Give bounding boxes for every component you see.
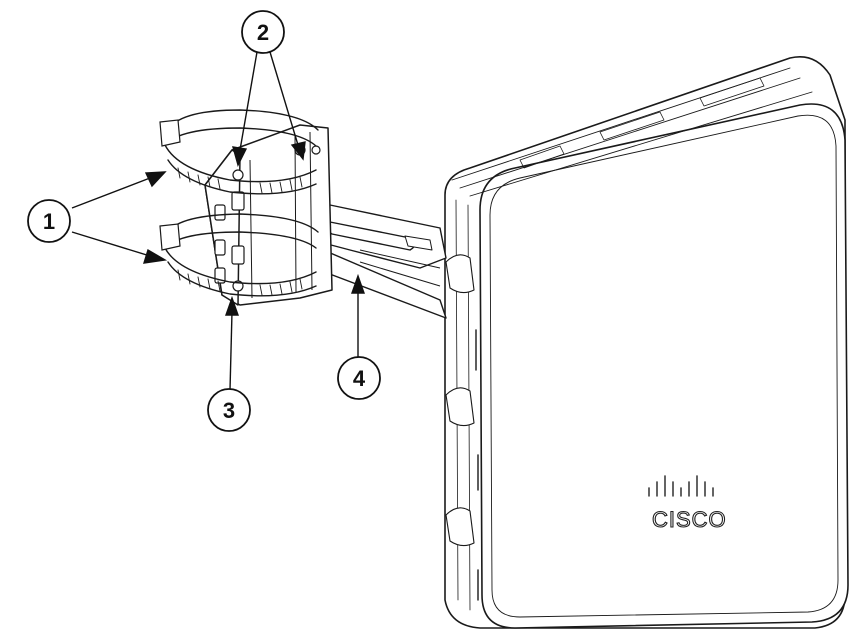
arm-tab — [404, 235, 433, 251]
pole-bracket — [204, 124, 333, 306]
access-point-top-detail — [519, 77, 765, 169]
leader-lines — [71, 51, 365, 391]
leader-3 — [229, 311, 233, 391]
callout-label: 3 — [223, 398, 235, 423]
cisco-logo-wordmark: CISCO — [652, 507, 727, 532]
lower-strap-buckle — [159, 223, 181, 251]
access-point — [444, 56, 849, 629]
leader-2-right — [269, 51, 299, 146]
arrowhead-2-right — [290, 141, 306, 161]
callout-label: 4 — [353, 366, 366, 391]
leader-1-lower — [71, 231, 151, 257]
callout-2: 2 — [241, 10, 285, 54]
arrowhead-1-lower — [143, 248, 168, 264]
arrowhead-1-upper — [144, 171, 167, 188]
arrowhead-3 — [225, 295, 239, 316]
leader-1-upper — [71, 177, 151, 209]
access-point-front — [479, 103, 849, 629]
callout-3: 3 — [207, 388, 251, 432]
upper-strap-buckle — [159, 119, 181, 147]
callout-circle — [337, 356, 381, 400]
access-point-latches — [445, 254, 475, 547]
bracket-slots — [214, 144, 321, 292]
lower-strap-teeth — [177, 269, 303, 296]
cisco-logo: CISCO — [648, 475, 727, 533]
arrowhead-4 — [351, 273, 365, 294]
mounting-arm-rail — [359, 249, 441, 287]
bracket-ribs — [249, 131, 313, 299]
cisco-logo-bars — [648, 475, 714, 497]
leader-2-left — [239, 51, 258, 151]
callout-circle — [241, 10, 285, 54]
callout-1: 1 — [27, 199, 71, 243]
callout-label: 2 — [257, 20, 269, 45]
upper-strap-teeth — [177, 167, 303, 194]
callout-4: 4 — [337, 356, 381, 400]
strap-clamps — [159, 109, 319, 297]
access-point-side-slots — [475, 329, 479, 601]
callout-circle — [207, 388, 251, 432]
access-point-front-rim — [489, 114, 839, 618]
callout-circle — [27, 199, 71, 243]
callout-label: 1 — [43, 209, 55, 234]
arrowhead-2-left — [232, 146, 248, 167]
